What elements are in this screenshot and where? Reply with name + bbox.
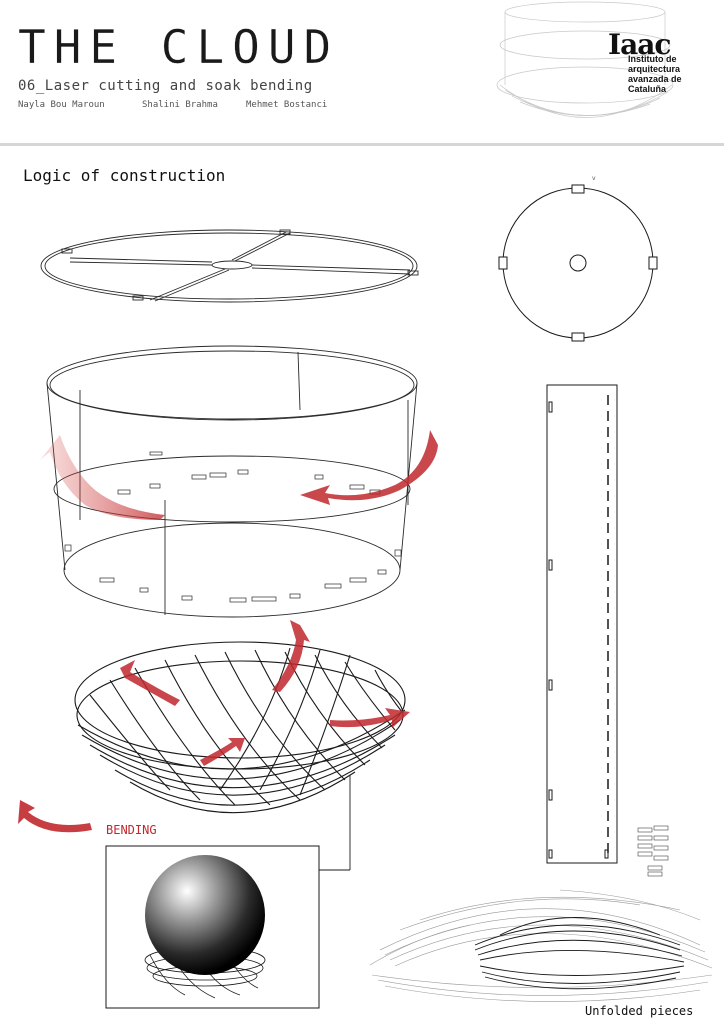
iaac-logo: Iaac bbox=[608, 28, 671, 61]
mold-sphere bbox=[145, 855, 265, 975]
bending-arrow bbox=[18, 800, 92, 833]
author-3: Mehmet Bostanci bbox=[246, 100, 328, 110]
author-2: Shalini Brahma bbox=[142, 100, 218, 110]
small-parts bbox=[637, 825, 669, 877]
unfolded-strip bbox=[546, 384, 618, 864]
top-ring-frame bbox=[40, 229, 419, 303]
iaac-logo-text: Instituto de arquitectura avanzada de Ca… bbox=[628, 54, 682, 94]
unfolded-pieces-dark bbox=[474, 917, 685, 990]
header-divider bbox=[0, 143, 724, 146]
poster-title: THE CLOUD bbox=[18, 20, 340, 74]
bowl-bend-arrows bbox=[120, 620, 410, 766]
circular-plate bbox=[498, 184, 658, 342]
author-1: Nayla Bou Maroun bbox=[18, 100, 105, 110]
bend-arrow-left bbox=[40, 435, 165, 520]
plate-mark: v bbox=[592, 175, 596, 182]
unfolded-pieces-light bbox=[369, 889, 713, 1002]
unfolded-pieces-label: Unfolded pieces bbox=[585, 1004, 694, 1018]
cylinder-drum bbox=[46, 345, 418, 618]
bending-label: BENDING bbox=[106, 823, 157, 837]
section-title: Logic of construction bbox=[23, 166, 226, 185]
poster-subtitle: 06_Laser cutting and soak bending bbox=[18, 78, 313, 94]
inset-connector bbox=[319, 775, 351, 871]
bend-arrow-right bbox=[300, 430, 438, 505]
